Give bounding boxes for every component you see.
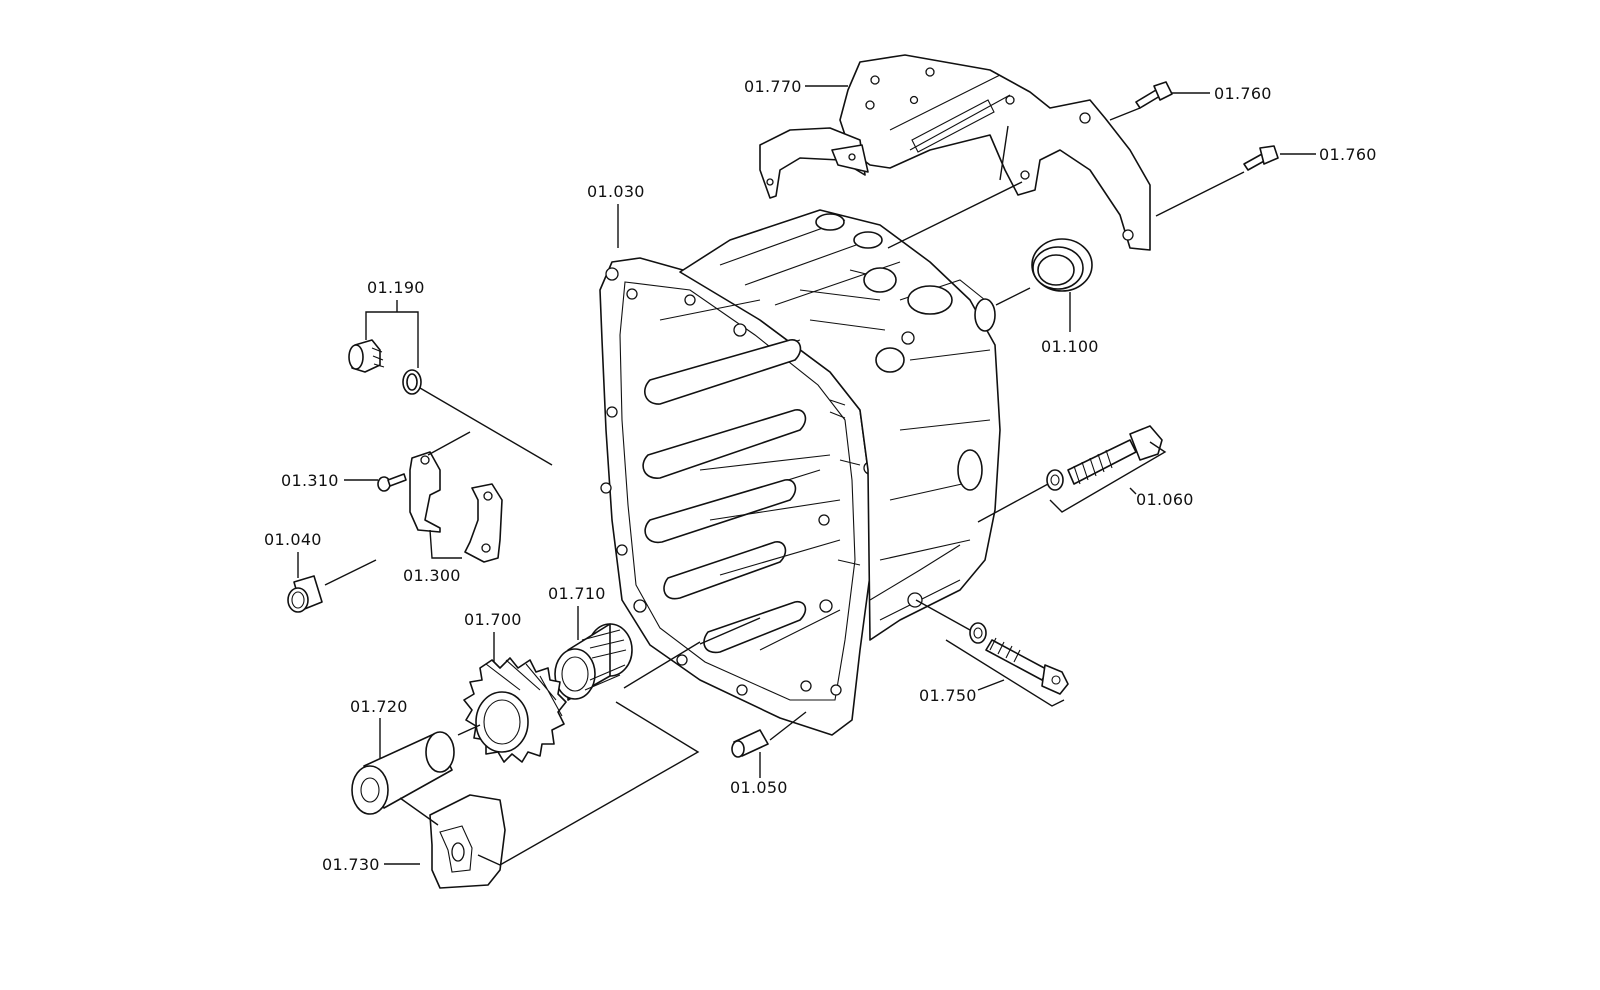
screw-01310[interactable] [377, 473, 407, 492]
bolt-01760-upper[interactable] [1135, 81, 1173, 109]
callout-01050: 01.050 [730, 778, 788, 797]
callout-01770: 01.770 [744, 77, 802, 96]
gear[interactable] [463, 657, 567, 763]
bolt-01060[interactable] [1046, 425, 1163, 491]
callout-01710: 01.710 [548, 584, 606, 603]
housing-ribs [642, 213, 996, 654]
oil-seal[interactable] [1031, 238, 1093, 292]
bushing[interactable] [287, 575, 323, 613]
callout-01750: 01.750 [919, 686, 977, 705]
callout-01060: 01.060 [1136, 490, 1194, 509]
needle-bearing[interactable] [554, 623, 633, 701]
retainer-plates[interactable] [409, 451, 503, 563]
callout-01760-lower: 01.760 [1319, 145, 1377, 164]
callout-01190: 01.190 [367, 278, 425, 297]
callout-01730: 01.730 [322, 855, 380, 874]
bolt-01750[interactable] [969, 622, 1069, 695]
shaft-spacer[interactable] [351, 731, 455, 815]
callout-01040: 01.040 [264, 530, 322, 549]
callout-01030: 01.030 [587, 182, 645, 201]
callout-01100: 01.100 [1041, 337, 1099, 356]
callout-01720: 01.720 [350, 697, 408, 716]
plug-and-washer[interactable] [348, 339, 422, 395]
callouts: 01.770 01.760 01.760 01.030 01.100 01.19… [264, 77, 1377, 874]
callout-01700: 01.700 [464, 610, 522, 629]
callout-01310: 01.310 [281, 471, 339, 490]
gearbox-housing[interactable] [599, 209, 1001, 736]
mounting-bracket[interactable] [759, 54, 1151, 251]
flange-holes [600, 267, 877, 696]
assembly-lines [324, 107, 1245, 866]
bolt-01760-lower[interactable] [1243, 145, 1279, 171]
callout-01760-upper: 01.760 [1214, 84, 1272, 103]
dowel-pin[interactable] [731, 729, 769, 758]
shift-fork[interactable] [429, 794, 506, 889]
callout-01300: 01.300 [403, 566, 461, 585]
